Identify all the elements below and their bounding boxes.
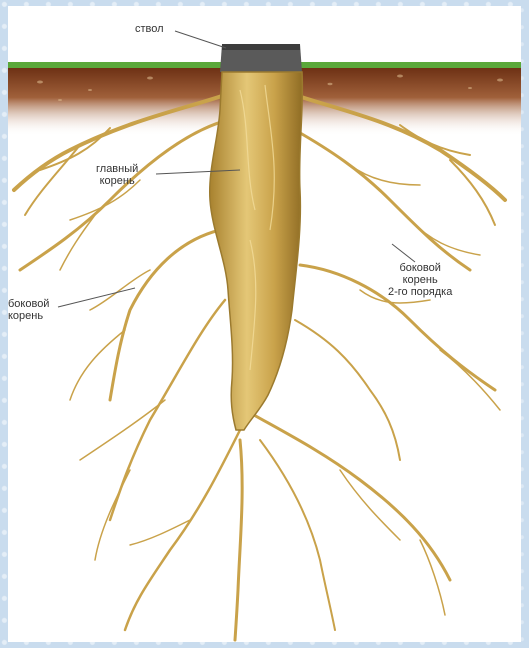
label-second-order-root: боковой корень 2-го порядка <box>388 262 452 298</box>
label-main-root-line1: главный <box>96 163 138 175</box>
label-main-root-line2: корень <box>96 175 138 187</box>
label-lateral-root: боковой корень <box>8 298 49 322</box>
label-main-root: главный корень <box>96 163 138 187</box>
trunk-stump <box>220 44 302 72</box>
label-lateral-root-line2: корень <box>8 310 49 322</box>
label-trunk: ствол <box>135 23 164 35</box>
label-second-order-line2: корень <box>388 274 452 286</box>
label-second-order-line1: боковой <box>388 262 452 274</box>
main-root <box>210 72 303 430</box>
label-second-order-line3: 2-го порядка <box>388 286 452 298</box>
label-lateral-root-line1: боковой <box>8 298 49 310</box>
